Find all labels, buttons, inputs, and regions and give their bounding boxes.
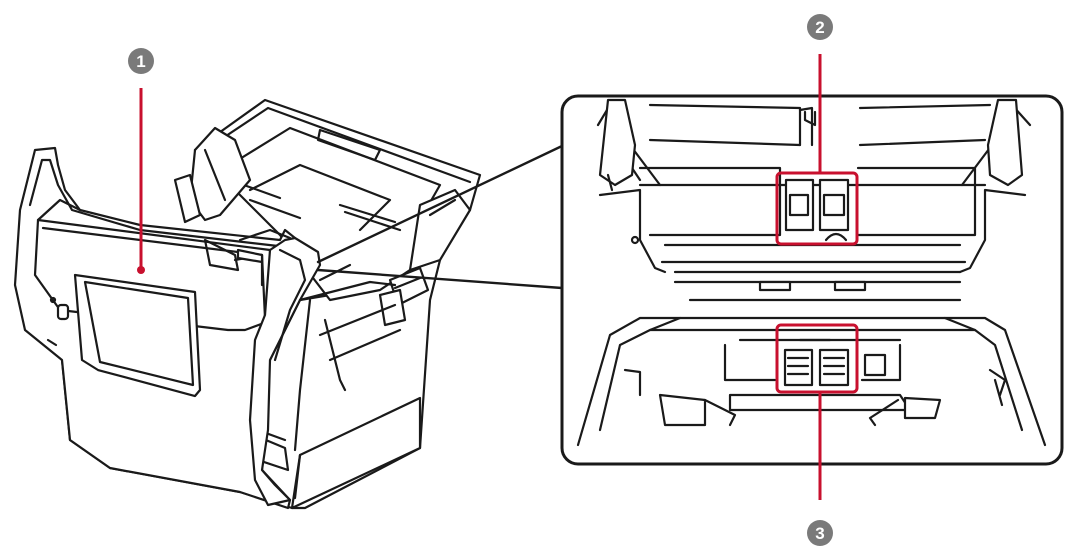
- scanner-open-cover: [13, 146, 322, 510]
- callout-1-number: 1: [136, 52, 145, 71]
- scanner-feed-area: [203, 228, 402, 452]
- callout-1-badge: 1: [128, 48, 154, 74]
- zoom-upper-section: [596, 98, 1032, 302]
- callout-3-badge: 3: [807, 520, 833, 546]
- upper-roller-highlight: [775, 171, 859, 246]
- callout-2-number: 2: [815, 18, 824, 37]
- lower-roller-highlight: [775, 323, 859, 394]
- callout-2-badge: 2: [807, 14, 833, 40]
- scanner-input-tray: [173, 98, 482, 327]
- zoom-connector: [316, 144, 564, 290]
- zoom-panel: [560, 94, 1064, 466]
- callout-1-dot: [137, 266, 145, 274]
- zoom-lower-section: [576, 316, 1047, 447]
- callout-3-number: 3: [815, 524, 824, 543]
